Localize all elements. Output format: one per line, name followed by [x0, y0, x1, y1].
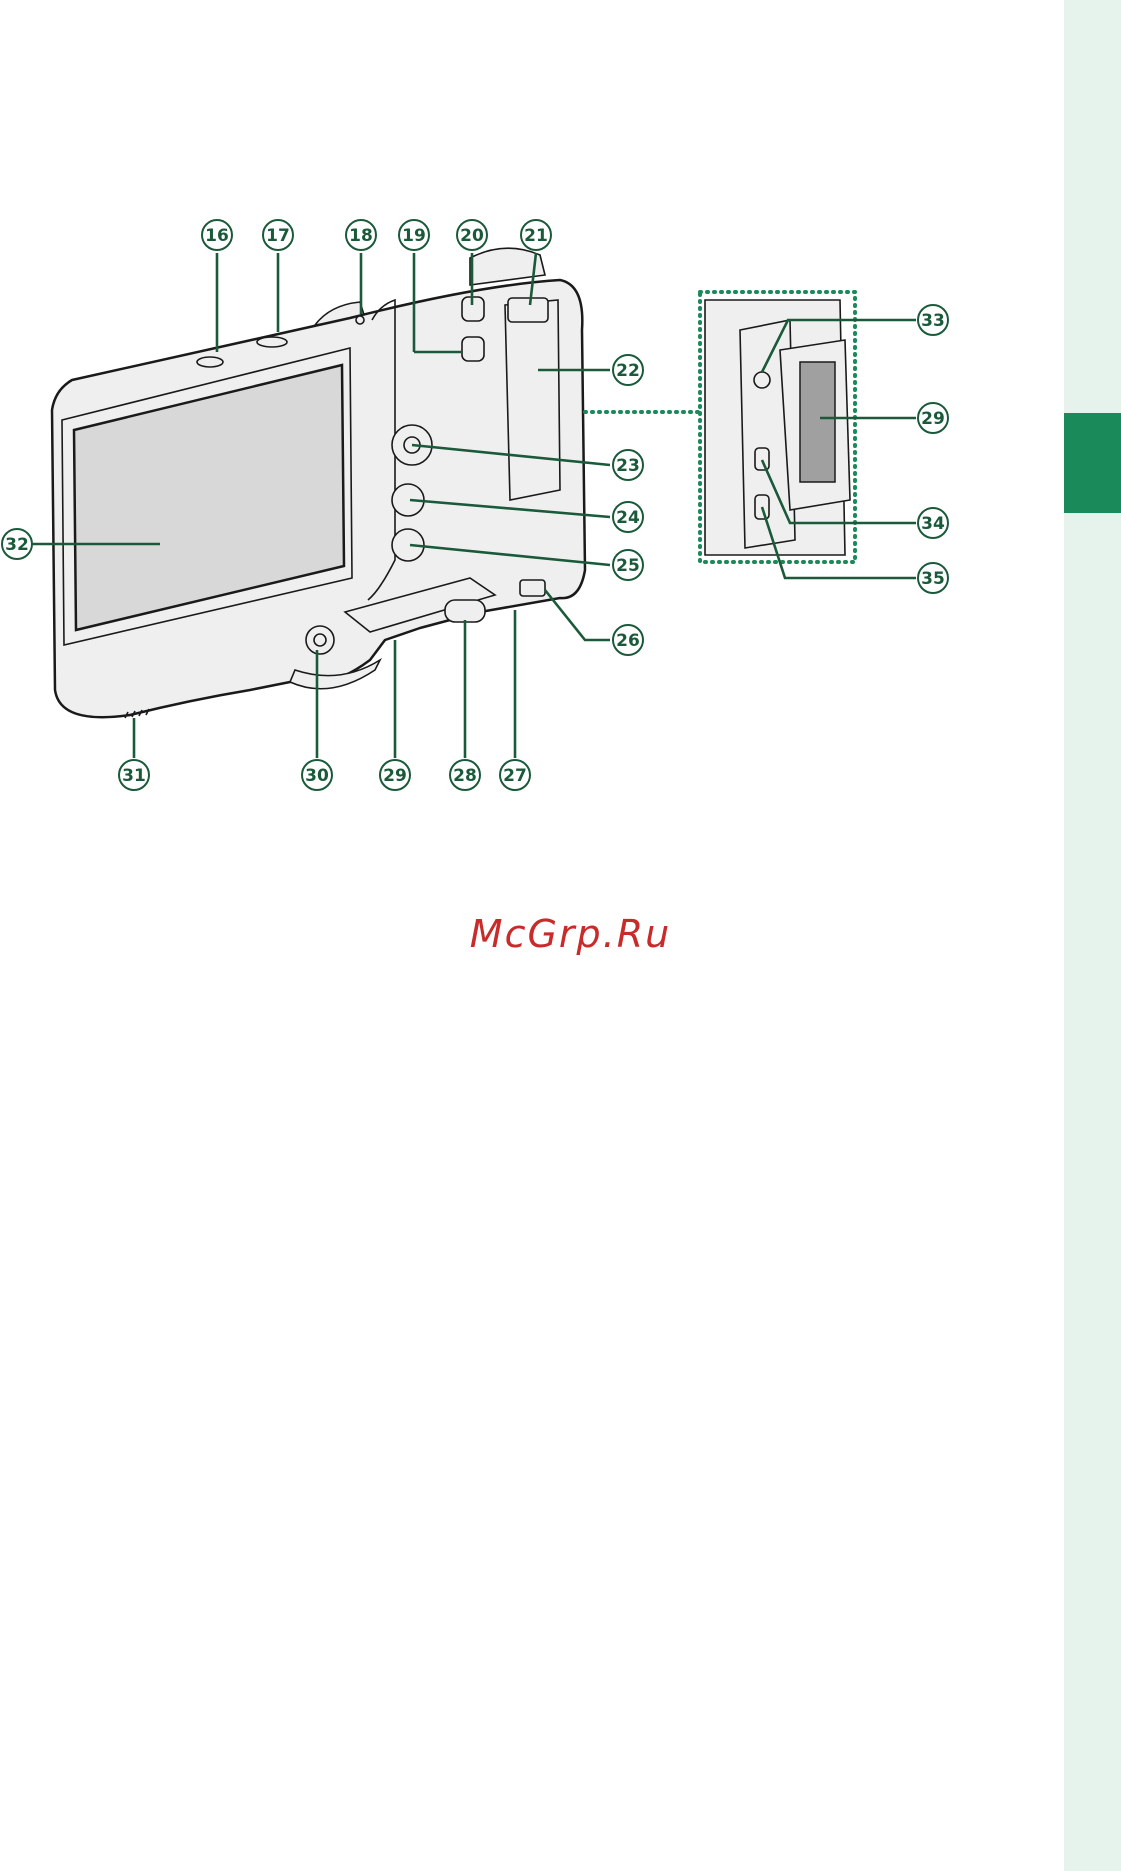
callout-17-label: 17	[266, 226, 290, 246]
callout-29-a-label: 29	[383, 766, 407, 786]
callout-31-label: 31	[122, 766, 146, 786]
callout-28-label: 28	[453, 766, 477, 786]
callout-35: 35	[918, 563, 948, 593]
callout-24: 24	[613, 502, 643, 532]
callout-28: 28	[450, 760, 480, 790]
callout-18: 18	[346, 220, 376, 250]
callout-26: 26	[613, 625, 643, 655]
callout-27: 27	[500, 760, 530, 790]
hdmi-port-shape	[755, 448, 769, 470]
callout-30: 30	[302, 760, 332, 790]
indicator-lamp	[356, 316, 364, 324]
callout-22-label: 22	[616, 361, 640, 381]
callout-23-label: 23	[616, 456, 640, 476]
camera-body	[52, 248, 585, 718]
callout-25: 25	[613, 550, 643, 580]
callout-22: 22	[613, 355, 643, 385]
callout-19-label: 19	[402, 226, 426, 246]
callout-29-b: 29	[918, 403, 948, 433]
callout-16: 16	[202, 220, 232, 250]
callout-20: 20	[457, 220, 487, 250]
watermark-text: McGrp.Ru	[0, 912, 1121, 956]
closeup-cover-inner	[800, 362, 835, 482]
button-16-shape	[197, 357, 223, 367]
callout-29-a: 29	[380, 760, 410, 790]
part-26-shape	[520, 580, 545, 596]
latch-28-shape	[445, 600, 485, 622]
callout-34: 34	[918, 508, 948, 538]
callout-23: 23	[613, 450, 643, 480]
callout-21-label: 21	[524, 226, 548, 246]
callout-27-label: 27	[503, 766, 527, 786]
tripod-socket	[306, 626, 334, 654]
callout-21: 21	[521, 220, 551, 250]
callout-26-label: 26	[616, 631, 640, 651]
callout-33-label: 33	[921, 311, 945, 331]
callout-32-label: 32	[5, 535, 29, 555]
callout-35-label: 35	[921, 569, 945, 589]
callout-19: 19	[399, 220, 429, 250]
callout-33: 33	[918, 305, 948, 335]
camera-rear-diagram: 16 17 18 19 20 21 22 23 24 25 26 27 28 2…	[0, 0, 1064, 800]
strap-eyelet-shape	[508, 298, 548, 322]
callout-24-label: 24	[616, 508, 640, 528]
callout-20-label: 20	[460, 226, 484, 246]
mic-jack-shape	[754, 372, 770, 388]
callout-18-label: 18	[349, 226, 373, 246]
callout-25-label: 25	[616, 556, 640, 576]
button-19-shape	[462, 337, 484, 361]
chapter-tab-marker	[1064, 413, 1121, 513]
connector-cover	[505, 300, 560, 500]
button-17-shape	[257, 337, 287, 347]
callout-34-label: 34	[921, 514, 945, 534]
callout-32: 32	[2, 529, 32, 559]
callout-17: 17	[263, 220, 293, 250]
callout-30-label: 30	[305, 766, 329, 786]
callout-31: 31	[119, 760, 149, 790]
callout-16-label: 16	[205, 226, 229, 246]
callout-29-b-label: 29	[921, 409, 945, 429]
watermark-label: McGrp.Ru	[470, 912, 671, 956]
